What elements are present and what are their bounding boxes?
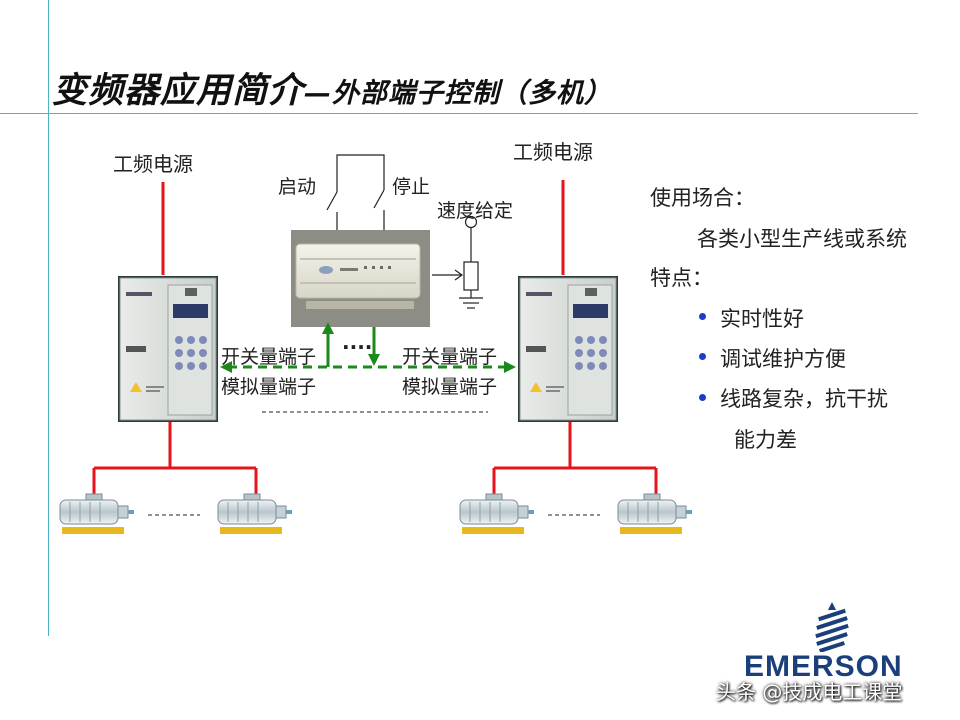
feature-item: 实时性好 [720, 307, 804, 331]
speed-potentiometer [432, 215, 483, 309]
title-main: 变频器应用简介 [52, 71, 305, 111]
power-source-right-label: 工频电源 [513, 140, 593, 164]
usage-text: 各类小型生产线或系统 [697, 227, 907, 251]
inverter-left [118, 276, 218, 422]
switch-terminal-left-label: 开关量端子 [221, 346, 317, 368]
analog-terminal-left-label: 模拟量端子 [221, 376, 317, 398]
watermark-text: 头条 @技成电工课堂 [716, 680, 903, 704]
horizontal-guide-line [0, 113, 918, 114]
signal-arrowheads [220, 322, 516, 373]
stop-label: 停止 [392, 176, 431, 198]
power-source-left-label: 工频电源 [113, 152, 193, 176]
start-label: 启动 [278, 176, 317, 198]
switch-terminal-right-label: 开关量端子 [402, 346, 498, 368]
bullet-icon [699, 394, 706, 401]
feature-item: 调试维护方便 [720, 347, 846, 371]
feature-item-continuation: 能力差 [734, 428, 797, 452]
feature-item: 线路复杂，抗干扰 [720, 387, 888, 411]
vertical-guide-line [48, 0, 49, 636]
bullet-icon [699, 353, 706, 360]
signal-lines [228, 327, 508, 369]
features-heading: 特点： [650, 266, 713, 290]
start-stop-switches [326, 154, 385, 230]
motor-4 [617, 493, 692, 534]
speed-reference-label: 速度给定 [437, 200, 514, 222]
motor-2 [217, 493, 292, 534]
analog-terminal-right-label: 模拟量端子 [402, 376, 498, 398]
plc-controller [291, 230, 430, 327]
emerson-logo-text: EMERSON [744, 650, 903, 683]
usage-heading: 使用场合： [650, 186, 755, 210]
bullet-icon [699, 313, 706, 320]
ellipsis-dots: .... [342, 330, 373, 354]
motor-1 [59, 493, 134, 534]
title-sub: —外部端子控制（多机） [304, 78, 613, 109]
inverter-right [518, 276, 618, 422]
power-supply-lines [92, 180, 658, 498]
emerson-logo-icon [815, 602, 849, 652]
slide-title: 变频器应用简介—外部端子控制（多机） [52, 62, 612, 113]
motor-3 [459, 493, 534, 534]
